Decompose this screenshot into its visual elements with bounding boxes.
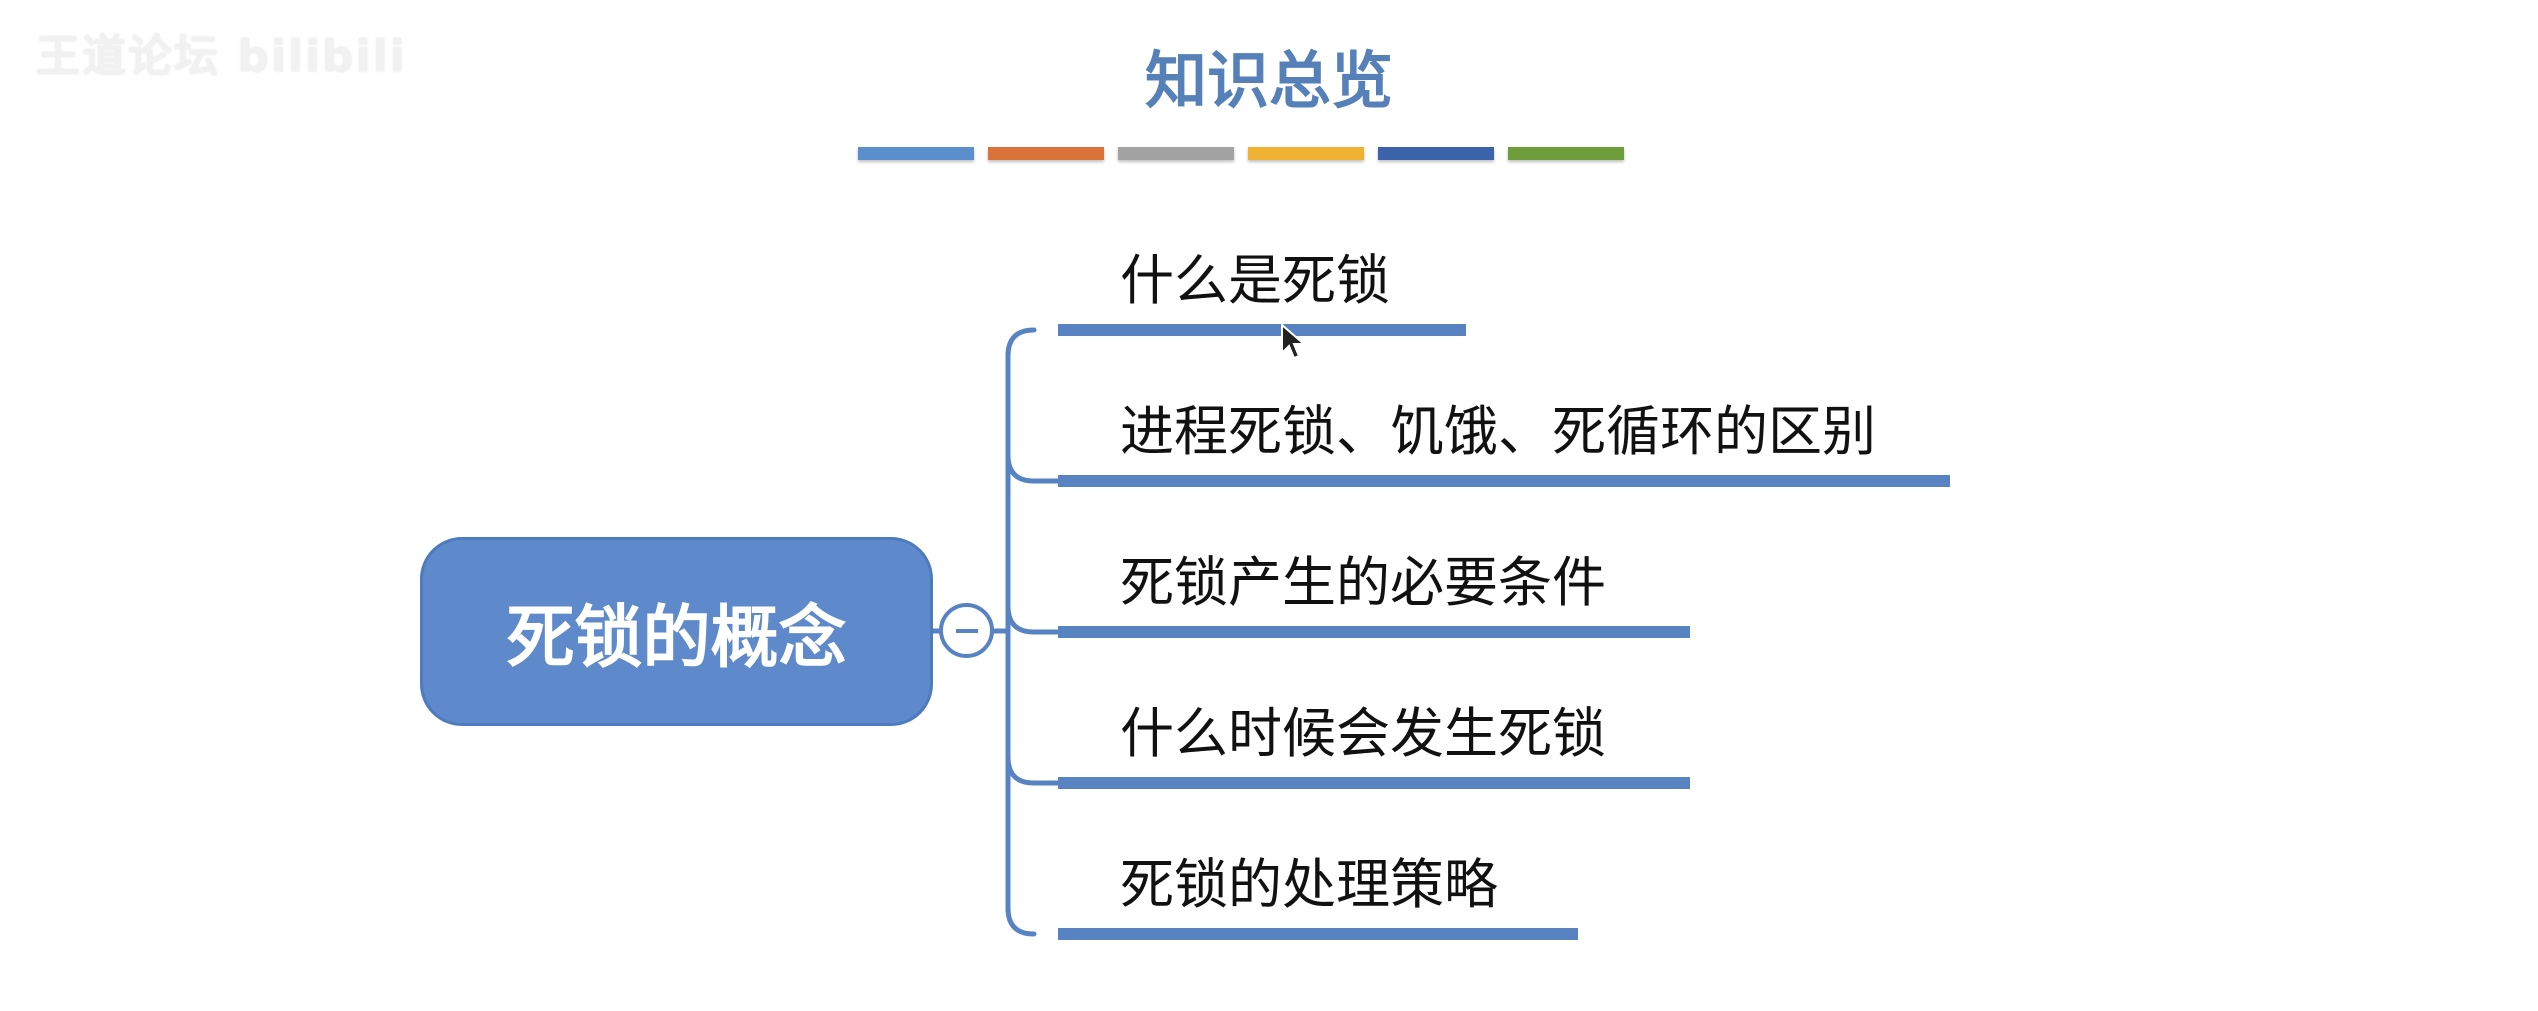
color-bar-2 bbox=[988, 147, 1104, 160]
color-bar-4 bbox=[1248, 147, 1364, 160]
slide-title: 知识总览 bbox=[1144, 44, 1394, 117]
collapse-toggle-button[interactable] bbox=[939, 603, 994, 658]
mouse-pointer-icon bbox=[1281, 323, 1307, 360]
root-node[interactable]: 死锁的概念 bbox=[420, 537, 933, 726]
branch-item-1[interactable]: 什么是死锁 bbox=[1120, 249, 1390, 312]
branch-item-2[interactable]: 进程死锁、饥饿、死循环的区别 bbox=[1120, 400, 1876, 463]
branch-connector-2 bbox=[1005, 452, 1061, 484]
branch-item-5[interactable]: 死锁的处理策略 bbox=[1120, 853, 1498, 916]
color-bar-1 bbox=[858, 147, 974, 160]
branch-underline-5 bbox=[1058, 928, 1578, 940]
color-bar-5 bbox=[1378, 147, 1494, 160]
branch-underline-2 bbox=[1058, 475, 1950, 487]
branch-item-3[interactable]: 死锁产生的必要条件 bbox=[1120, 551, 1606, 614]
watermark: 王道论坛 bilibili bbox=[36, 31, 407, 82]
color-bar-6 bbox=[1508, 147, 1624, 160]
branch-underline-1 bbox=[1058, 324, 1466, 336]
color-bar-3 bbox=[1118, 147, 1234, 160]
trunk-connector bbox=[1005, 327, 1037, 937]
branch-item-4[interactable]: 什么时候会发生死锁 bbox=[1120, 702, 1606, 765]
minus-icon bbox=[955, 628, 978, 633]
branch-connector-4 bbox=[1005, 754, 1061, 786]
root-node-label: 死锁的概念 bbox=[506, 599, 847, 678]
branch-connector-3 bbox=[1005, 603, 1061, 635]
branch-underline-4 bbox=[1058, 777, 1690, 789]
branch-underline-3 bbox=[1058, 626, 1690, 638]
